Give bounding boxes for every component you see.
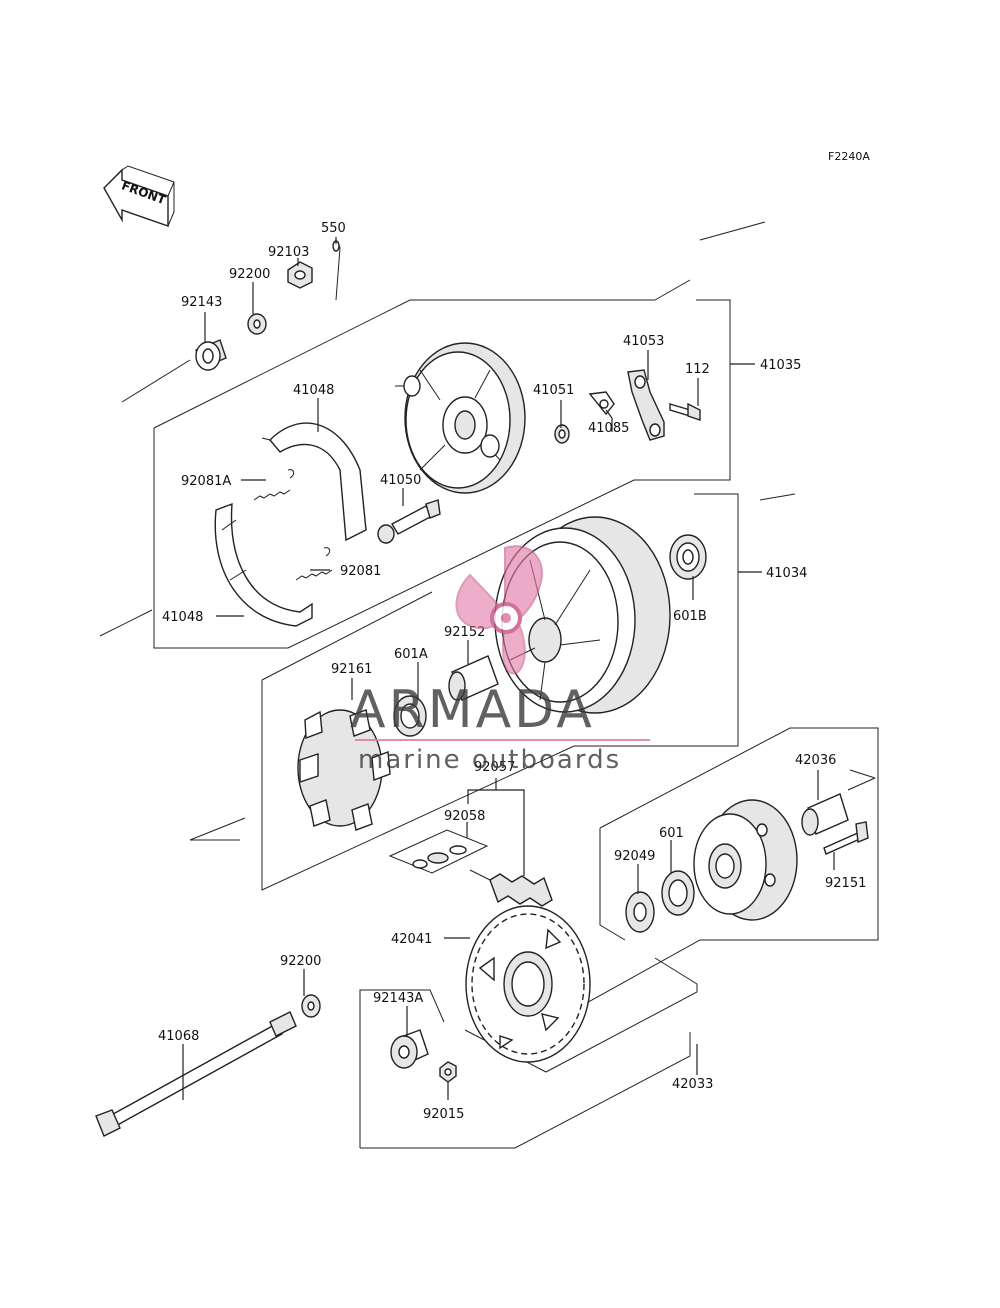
label-92143A: 92143A — [373, 991, 423, 1006]
spring-92081A — [253, 469, 295, 501]
bearing-601A — [393, 695, 427, 737]
label-42041: 42041 — [391, 932, 432, 947]
cam-shaft-41050 — [377, 499, 441, 544]
collar-92152 — [448, 655, 499, 701]
label-92049: 92049 — [614, 849, 655, 864]
sprocket-42041 — [465, 905, 591, 1063]
axle-41068 — [95, 1011, 297, 1137]
label-92200-top: 92200 — [229, 267, 270, 282]
label-41068: 41068 — [158, 1029, 199, 1044]
bolt-112 — [669, 402, 701, 421]
label-42033: 42033 — [672, 1077, 713, 1092]
front-arrow-icon — [103, 165, 175, 227]
cam-lever-41053 — [627, 369, 665, 441]
label-41085: 41085 — [588, 421, 629, 436]
label-601: 601 — [659, 826, 684, 841]
label-92200-lower: 92200 — [280, 954, 321, 969]
collar-92143A — [390, 1029, 429, 1069]
label-92081: 92081 — [340, 564, 381, 579]
brake-shoe-41048-upper — [261, 422, 367, 542]
bolt-92151 — [823, 821, 869, 855]
chain-92057 — [469, 869, 553, 907]
brake-panel-41035 — [395, 342, 526, 494]
label-41053: 41053 — [623, 334, 664, 349]
collar-42036 — [801, 793, 849, 836]
washer-92200-lower — [301, 994, 321, 1018]
watermark-tagline: marine outboards — [358, 745, 621, 775]
label-41051: 41051 — [533, 383, 574, 398]
washer-92200-top — [247, 313, 267, 335]
seal-41051 — [554, 424, 570, 444]
bearing-601 — [661, 870, 695, 916]
label-92151: 92151 — [825, 876, 866, 891]
bearing-601B — [669, 534, 707, 580]
label-92058: 92058 — [444, 809, 485, 824]
leader-lines — [182, 237, 835, 1100]
brake-shoe-41048-lower — [214, 502, 313, 627]
label-550: 550 — [321, 221, 346, 236]
label-41048-lower: 41048 — [162, 610, 203, 625]
watermark-brand: ARMADA — [350, 680, 595, 740]
master-link-92058 — [412, 845, 467, 869]
hub-42033 — [693, 799, 798, 921]
label-41050: 41050 — [380, 473, 421, 488]
label-92057: 92057 — [474, 760, 515, 775]
cotter-pin-550 — [332, 240, 341, 301]
label-92081A: 92081A — [181, 474, 231, 489]
label-601B: 601B — [673, 609, 707, 624]
label-92161: 92161 — [331, 662, 372, 677]
spring-92081 — [295, 547, 333, 581]
label-42036: 42036 — [795, 753, 836, 768]
indicator-41085 — [588, 391, 615, 416]
castle-nut-92103 — [287, 261, 313, 289]
label-41034: 41034 — [766, 566, 807, 581]
label-92103: 92103 — [268, 245, 309, 260]
label-41035: 41035 — [760, 358, 801, 373]
label-92143: 92143 — [181, 295, 222, 310]
section-outlines — [99, 221, 879, 1149]
seal-92049 — [625, 891, 655, 933]
collar-92143 — [195, 339, 227, 371]
label-601A: 601A — [394, 647, 428, 662]
label-41048-upper: 41048 — [293, 383, 334, 398]
label-92015: 92015 — [423, 1107, 464, 1122]
watermark-logo-icon — [355, 545, 650, 741]
nut-92015 — [439, 1061, 457, 1083]
label-92152: 92152 — [444, 625, 485, 640]
label-112: 112 — [685, 362, 710, 377]
diagram-code: F2240A — [828, 150, 870, 163]
